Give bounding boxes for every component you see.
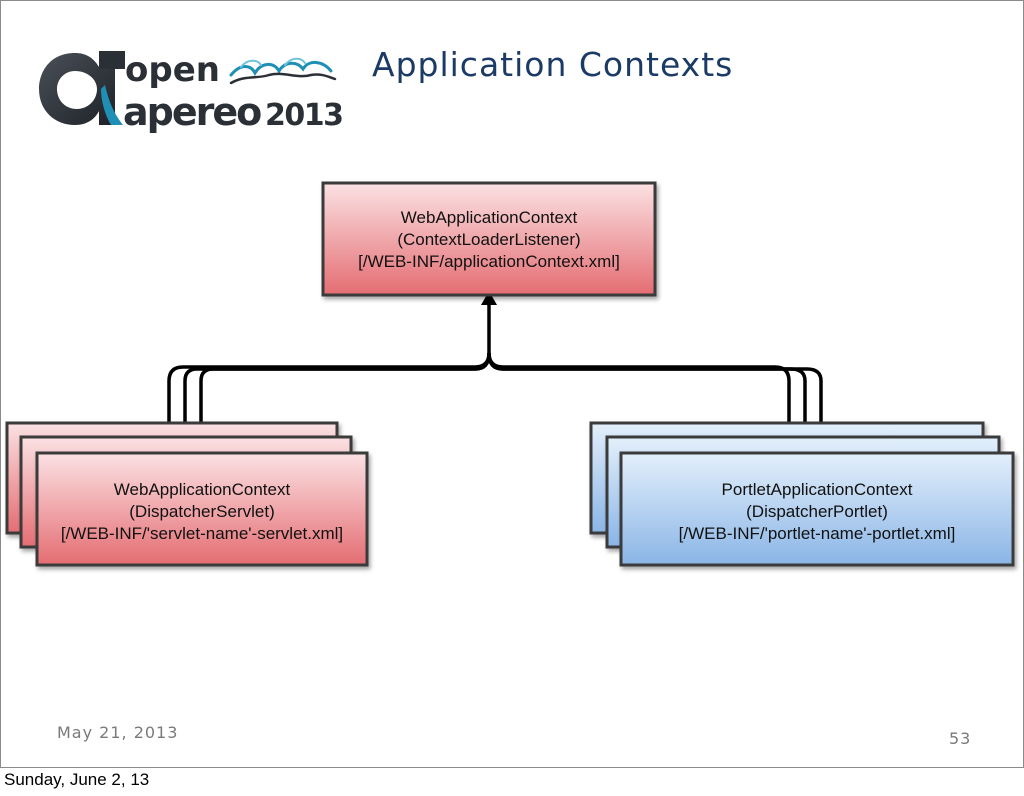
slide-title: Application Contexts bbox=[372, 45, 734, 84]
root-context-loader: (ContextLoaderListener) bbox=[397, 230, 581, 249]
servlet-context-label: WebApplicationContext (DispatcherServlet… bbox=[37, 479, 367, 545]
slide: open apereo 2013 Application Contexts bbox=[0, 0, 1024, 768]
servlet-context-loader: (DispatcherServlet) bbox=[129, 502, 275, 521]
portlet-context-stack bbox=[589, 421, 1015, 567]
servlet-context-name: WebApplicationContext bbox=[113, 480, 291, 499]
servlet-context-stack bbox=[5, 421, 369, 567]
logo-word-open: open bbox=[125, 50, 220, 90]
open-apereo-logo: open apereo 2013 bbox=[39, 50, 344, 134]
connector-lines bbox=[167, 305, 823, 455]
servlet-context-file: [/WEB-INF/'servlet-name'-servlet.xml] bbox=[60, 524, 344, 543]
wave-icon bbox=[229, 57, 337, 85]
arrow-up-icon bbox=[481, 291, 497, 305]
page-number: 53 bbox=[949, 729, 972, 748]
print-date: Sunday, June 2, 13 bbox=[4, 770, 150, 789]
logo-word-apereo: apereo bbox=[123, 90, 261, 134]
portlet-context-file: [/WEB-INF/'portlet-name'-portlet.xml] bbox=[678, 524, 956, 543]
root-context-box bbox=[321, 181, 657, 297]
root-context-file: [/WEB-INF/applicationContext.xml] bbox=[358, 252, 620, 271]
root-context-label: WebApplicationContext (ContextLoaderList… bbox=[323, 207, 655, 273]
logo-year: 2013 bbox=[265, 98, 343, 133]
footer-date: May 21, 2013 bbox=[57, 723, 179, 742]
root-context-name: WebApplicationContext bbox=[400, 208, 578, 227]
portlet-context-loader: (DispatcherPortlet) bbox=[746, 502, 888, 521]
context-hierarchy-diagram bbox=[5, 181, 1015, 567]
portlet-context-name: PortletApplicationContext bbox=[721, 480, 913, 499]
apereo-mark-icon bbox=[39, 51, 125, 125]
portlet-context-label: PortletApplicationContext (DispatcherPor… bbox=[621, 479, 1013, 545]
